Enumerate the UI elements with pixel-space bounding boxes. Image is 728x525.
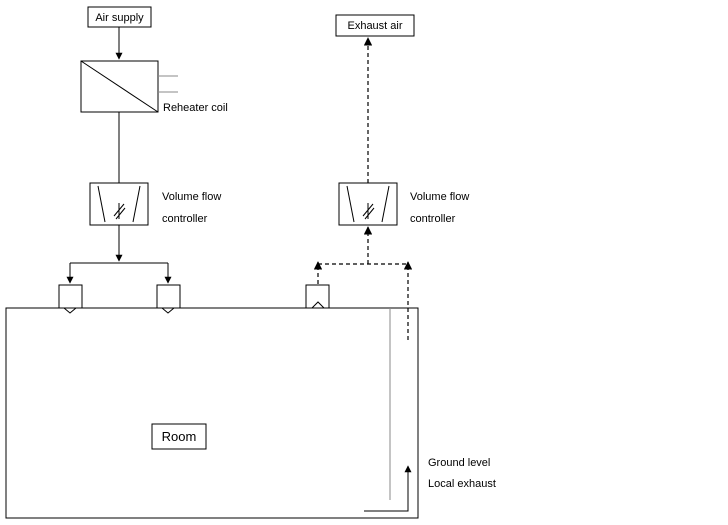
- air-supply-box: Air supply: [87, 6, 152, 28]
- local-exhaust-label: Local exhaust: [428, 478, 496, 490]
- reheater-coil: Reheater coil: [80, 60, 228, 114]
- exhaust-volume-flow-controller: Volume flow controller: [338, 182, 469, 226]
- local-exhaust: Ground level Local exhaust: [364, 457, 496, 512]
- air-supply-label: Air supply: [95, 12, 144, 24]
- supply-vfc-label-line1: Volume flow: [162, 191, 221, 203]
- room-label: Room: [162, 429, 197, 444]
- exhaust-collection: [313, 261, 413, 340]
- supply-vfc-label-line2: controller: [162, 213, 208, 225]
- exhaust-vfc-label-line2: controller: [410, 213, 456, 225]
- supply-volume-flow-controller: Volume flow controller: [89, 182, 221, 226]
- exhaust-air-box: Exhaust air: [335, 14, 415, 37]
- exhaust-vfc-label-line1: Volume flow: [410, 191, 469, 203]
- exhaust-grille: [305, 284, 330, 309]
- ground-level-label: Ground level: [428, 457, 490, 469]
- room: Room: [5, 307, 419, 519]
- supply-diffuser-right: [156, 284, 181, 314]
- supply-diffuser-left: [58, 284, 83, 314]
- reheater-coil-label: Reheater coil: [163, 102, 228, 114]
- supply-distribution: [66, 262, 172, 284]
- exhaust-air-label: Exhaust air: [347, 20, 402, 32]
